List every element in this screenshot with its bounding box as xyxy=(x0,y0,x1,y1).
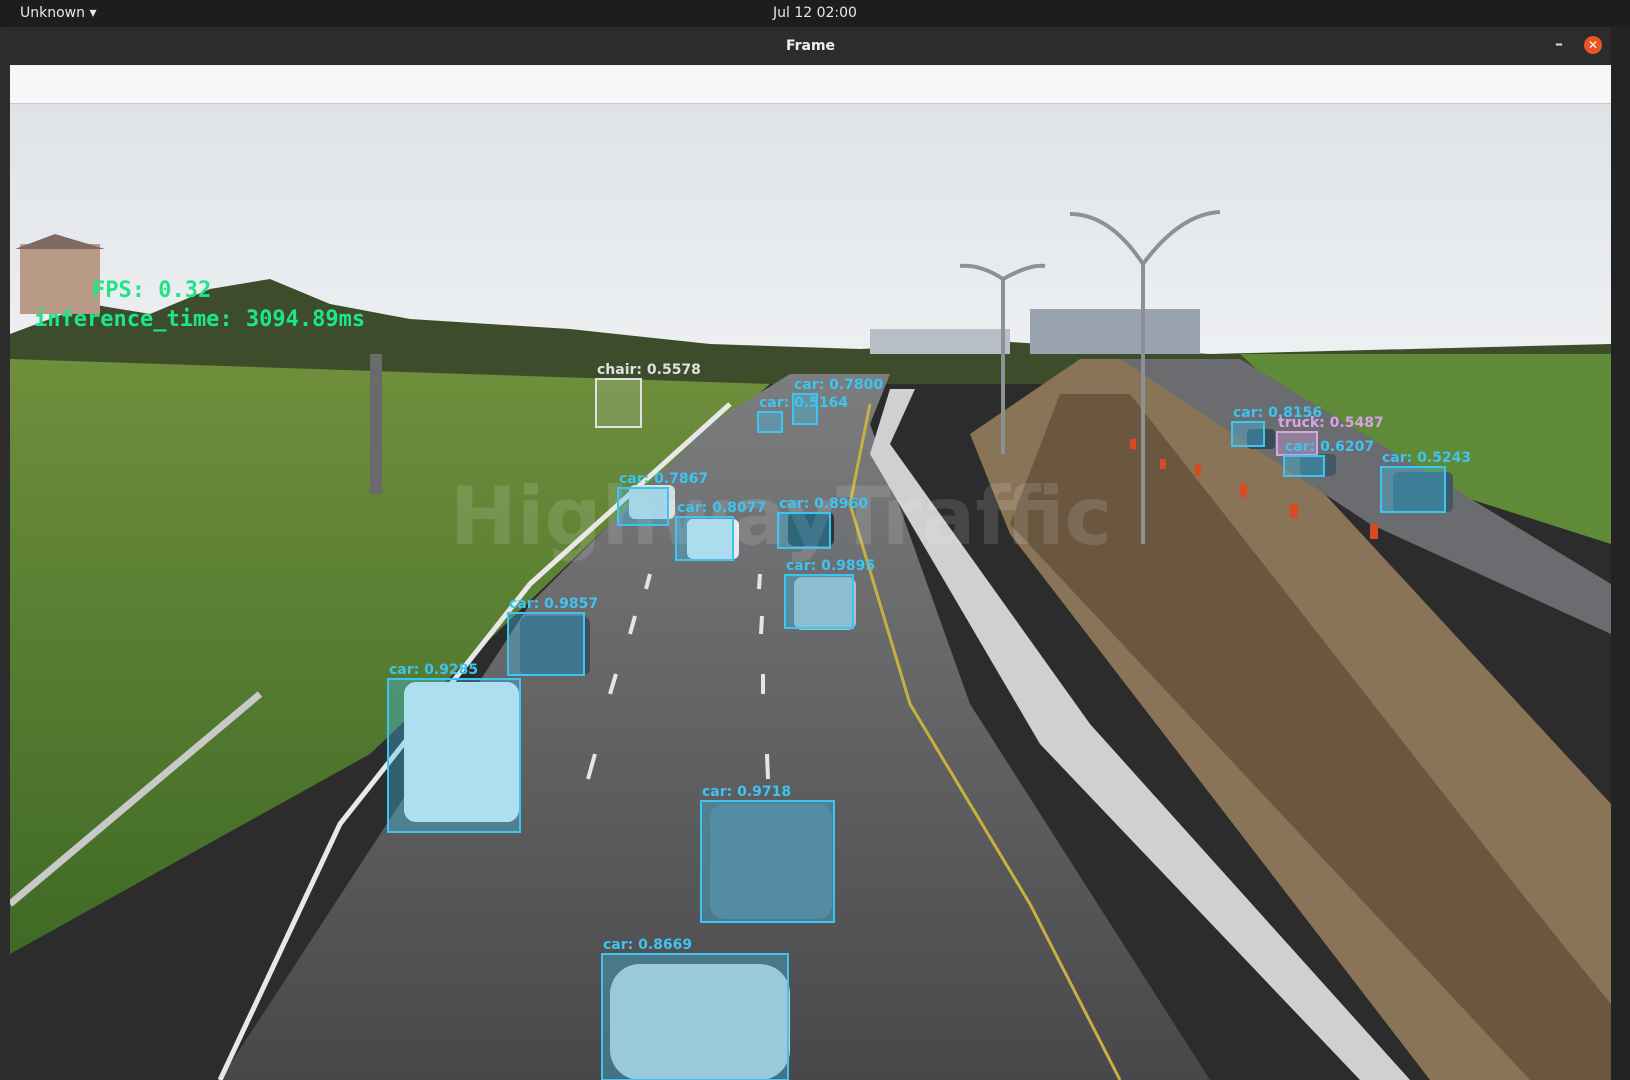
main-road xyxy=(220,374,1210,1080)
background-window-edge xyxy=(0,27,10,1080)
guardrail xyxy=(10,691,263,907)
clock[interactable]: Jul 12 02:00 xyxy=(773,5,857,21)
house xyxy=(20,244,100,314)
inference-time-readout: inference_time: 3094.89ms xyxy=(34,307,365,332)
detections-layer: chair: 0.5578 car: 0.7800 car: 0.5164 car: … xyxy=(387,362,1471,1080)
dirt-trench xyxy=(1010,394,1611,1080)
detection-box xyxy=(387,678,521,833)
detection-label: car: 0.9718 xyxy=(702,784,791,800)
detection-label: car: 0.5243 xyxy=(1382,450,1471,466)
detection-label: car: 0.8156 xyxy=(1233,405,1322,421)
left-grass xyxy=(10,359,770,954)
detection-box xyxy=(700,800,835,923)
window-title: Frame xyxy=(785,38,836,54)
office-building-small xyxy=(870,329,1010,354)
sign-pole xyxy=(370,354,382,494)
minimize-button[interactable]: – xyxy=(1555,34,1563,53)
detection-label: truck: 0.5487 xyxy=(1278,415,1384,431)
detection-label: car: 0.6207 xyxy=(1285,439,1374,455)
detection-box xyxy=(675,516,734,561)
far-right-road xyxy=(1120,359,1611,634)
house-roof xyxy=(15,234,105,249)
window-titlebar[interactable]: Frame – ✕ xyxy=(10,27,1611,65)
detection-label: car: 0.9285 xyxy=(389,662,478,678)
window-toolbar-area xyxy=(10,65,1611,104)
tree-line xyxy=(10,279,1611,384)
detection-box xyxy=(507,612,585,676)
frame-window: Frame – ✕ xyxy=(10,27,1611,1080)
detection-box xyxy=(595,378,642,428)
detection-box xyxy=(757,411,783,433)
detection-box xyxy=(617,487,669,526)
detection-box xyxy=(1380,466,1446,513)
detection-box xyxy=(784,574,854,629)
detection-box xyxy=(777,512,831,549)
detection-label: car: 0.7800 xyxy=(794,377,883,393)
detection-box xyxy=(1231,421,1265,447)
office-building xyxy=(1030,309,1200,354)
detection-box xyxy=(601,953,789,1080)
close-button[interactable]: ✕ xyxy=(1584,36,1602,54)
yellow-line xyxy=(848,403,1122,1080)
detection-box xyxy=(1283,455,1325,477)
detection-box xyxy=(792,393,818,425)
system-top-bar: Unknown ▾ Jul 12 02:00 xyxy=(0,0,1630,27)
right-grass xyxy=(1240,354,1611,544)
detection-label: car: 0.8960 xyxy=(779,496,868,512)
detection-label: car: 0.5164 xyxy=(759,395,848,411)
vehicles xyxy=(404,429,1453,1080)
detection-label: car: 0.8669 xyxy=(603,937,692,953)
fps-readout: FPS: 0.32 xyxy=(92,278,211,303)
detection-label: car: 0.7867 xyxy=(619,471,708,487)
detection-label: car: 0.9895 xyxy=(786,558,875,574)
detection-label: chair: 0.5578 xyxy=(597,362,701,378)
detection-label: car: 0.9857 xyxy=(509,596,598,612)
app-menu[interactable]: Unknown ▾ xyxy=(20,5,97,21)
light-poles xyxy=(959,210,1221,544)
traffic-cones xyxy=(1130,439,1378,539)
background-window-edge-right xyxy=(1611,27,1630,1080)
detection-label: car: 0.8077 xyxy=(677,500,766,516)
